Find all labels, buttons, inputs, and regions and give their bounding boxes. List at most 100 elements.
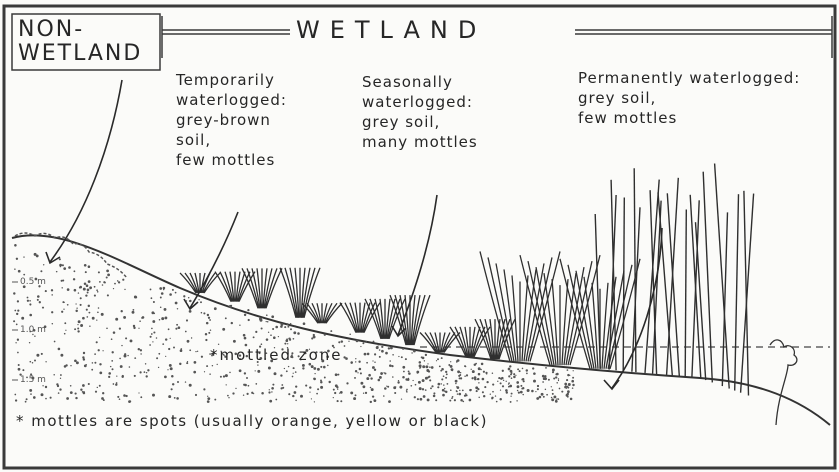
stipple-dot bbox=[160, 307, 162, 309]
stipple-dot bbox=[532, 367, 534, 369]
stipple-dot bbox=[98, 271, 100, 273]
stipple-dot bbox=[134, 375, 136, 377]
stipple-dot bbox=[96, 289, 98, 291]
stipple-dot bbox=[537, 385, 539, 387]
stipple-dot bbox=[520, 385, 522, 387]
stipple-dot bbox=[89, 325, 90, 326]
stipple-dot bbox=[16, 313, 18, 315]
stipple-dot bbox=[427, 363, 428, 364]
stipple-dot bbox=[52, 323, 53, 324]
stipple-dot bbox=[110, 366, 111, 367]
stipple-dot bbox=[535, 391, 536, 392]
stipple-dot bbox=[41, 353, 43, 355]
stipple-dot bbox=[372, 366, 375, 369]
stipple-dot bbox=[270, 334, 272, 336]
reed-stem bbox=[703, 172, 712, 383]
stipple-dot bbox=[244, 372, 246, 374]
stipple-dot bbox=[140, 396, 142, 398]
stipple-dot bbox=[170, 338, 171, 339]
stipple-dot bbox=[290, 323, 292, 325]
stipple-dot bbox=[203, 388, 205, 390]
stipple-dot bbox=[111, 368, 113, 370]
stipple-dot bbox=[383, 395, 385, 397]
stipple-dot bbox=[226, 384, 227, 385]
stipple-dot bbox=[98, 349, 100, 351]
stipple-dot bbox=[133, 325, 135, 327]
stipple-dot bbox=[218, 344, 219, 345]
stipple-dot bbox=[164, 316, 167, 319]
stipple-dot bbox=[244, 337, 247, 340]
stipple-dot bbox=[490, 394, 491, 395]
stipple-dot bbox=[99, 385, 101, 387]
stipple-dot bbox=[195, 394, 197, 396]
stipple-dot bbox=[84, 283, 87, 286]
arrow-non-wetland bbox=[50, 80, 122, 262]
stipple-dot bbox=[97, 291, 99, 293]
stipple-dot bbox=[269, 389, 270, 390]
stipple-dot bbox=[169, 293, 172, 296]
stipple-dot bbox=[355, 370, 357, 372]
stipple-dot bbox=[443, 375, 445, 377]
stipple-dot bbox=[186, 362, 188, 364]
stipple-dot bbox=[58, 348, 61, 351]
stipple-dot bbox=[118, 281, 120, 283]
stipple-dot bbox=[59, 388, 61, 390]
stipple-dot bbox=[443, 384, 444, 385]
stipple-dot bbox=[225, 317, 227, 319]
stipple-dot bbox=[94, 353, 96, 355]
stipple-dot bbox=[140, 353, 141, 354]
stipple-dot bbox=[284, 368, 285, 369]
stipple-dot bbox=[74, 289, 77, 292]
stipple-dot bbox=[558, 380, 559, 381]
stipple-dot bbox=[70, 365, 71, 366]
stipple-dot bbox=[286, 338, 288, 340]
stipple-dot bbox=[444, 391, 446, 393]
stipple-dot bbox=[536, 397, 539, 400]
stipple-dot bbox=[18, 368, 21, 371]
stipple-dot bbox=[175, 328, 177, 330]
stipple-dot bbox=[571, 380, 574, 383]
stipple-dot bbox=[207, 400, 210, 403]
stipple-dot bbox=[429, 379, 431, 381]
stipple-dot bbox=[500, 389, 501, 390]
stipple-dot bbox=[132, 311, 135, 314]
stipple-dot bbox=[430, 387, 432, 389]
footnote: * mottles are spots (usually orange, yel… bbox=[16, 412, 488, 430]
stipple-dot bbox=[282, 387, 284, 389]
stipple-dot bbox=[62, 279, 64, 281]
stipple-dot bbox=[526, 373, 528, 375]
stipple-dot bbox=[269, 400, 272, 403]
stipple-dot bbox=[261, 343, 263, 345]
stipple-dot bbox=[115, 318, 118, 321]
stipple-dot bbox=[255, 383, 257, 385]
stipple-dot bbox=[419, 387, 422, 390]
stipple-dot bbox=[158, 353, 160, 355]
stipple-dot bbox=[87, 288, 90, 291]
stipple-dot bbox=[362, 385, 365, 388]
stipple-dot bbox=[154, 313, 156, 315]
stipple-dot bbox=[390, 347, 393, 350]
stipple-dot bbox=[477, 388, 479, 390]
stipple-dot bbox=[311, 365, 314, 368]
stipple-dot bbox=[17, 339, 19, 341]
stipple-dot bbox=[311, 337, 313, 339]
stipple-dot bbox=[232, 392, 234, 394]
stipple-dot bbox=[208, 332, 210, 334]
stipple-dot bbox=[261, 327, 263, 329]
stipple-dot bbox=[300, 395, 303, 398]
stipple-dot bbox=[469, 399, 472, 402]
stipple-dot bbox=[572, 384, 574, 386]
stipple-dot bbox=[337, 389, 338, 390]
stipple-dot bbox=[516, 400, 517, 401]
stipple-dot bbox=[16, 324, 18, 326]
stipple-dot bbox=[172, 383, 174, 385]
stipple-dot bbox=[108, 376, 110, 378]
stipple-dot bbox=[516, 381, 519, 384]
stipple-dot bbox=[417, 398, 419, 400]
stipple-dot bbox=[177, 308, 178, 309]
stipple-dot bbox=[381, 350, 384, 353]
stipple-dot bbox=[271, 315, 274, 318]
stipple-dot bbox=[144, 371, 146, 373]
stipple-dot bbox=[243, 384, 245, 386]
stipple-dot bbox=[359, 368, 362, 371]
